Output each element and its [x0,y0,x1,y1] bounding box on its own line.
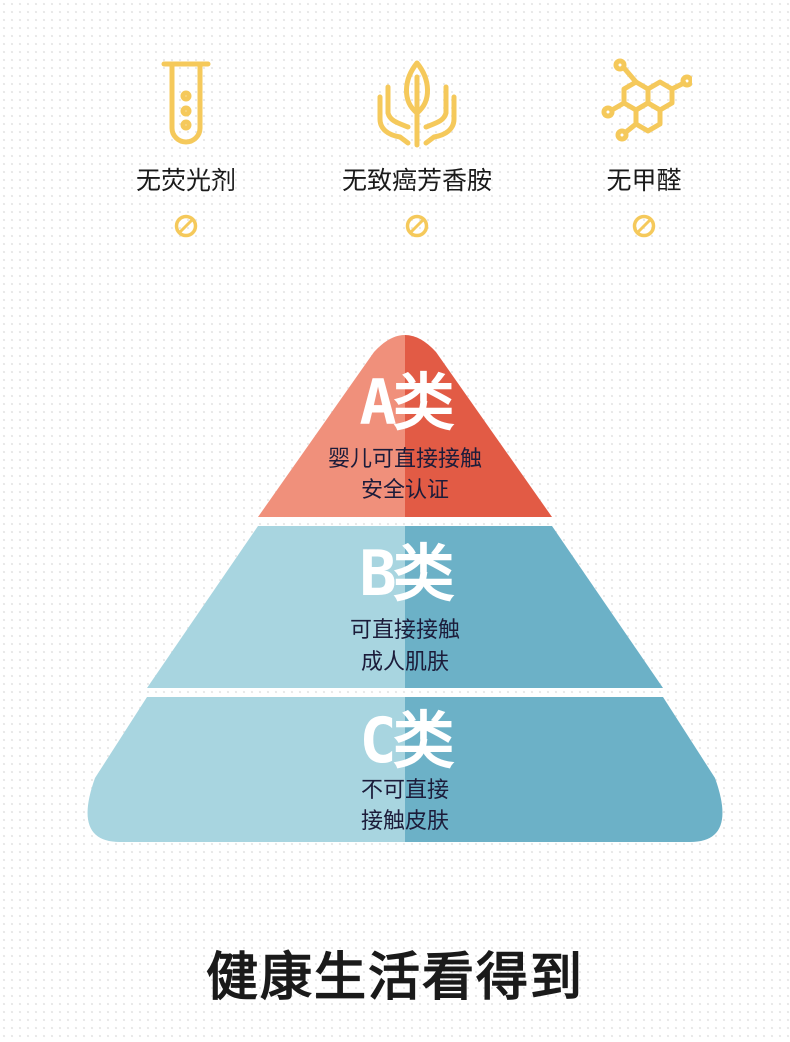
tier-a-line2: 安全认证 [360,478,449,503]
pyramid-tier-a [258,335,552,517]
zero-icon [174,214,198,238]
feature-no-carcinogenic-amine: 无致癌芳香胺 [307,55,527,238]
tier-b-line1: 可直接接触 [349,618,460,643]
zero-icon [405,214,429,238]
tier-a-line1: 婴儿可直接接触 [327,447,482,472]
feature-no-formaldehyde: 无甲醛 [534,55,754,238]
pyramid-tier-c [87,697,723,842]
tier-b-grade: B类 [359,537,454,610]
molecule-icon [534,55,754,150]
slogan-heading: 健康生活看得到 [205,948,584,1008]
zero-icon [632,214,656,238]
hands-leaf-icon [307,55,527,150]
tier-c-grade: C类 [359,704,454,777]
tier-b-line2: 成人肌肤 [360,650,449,675]
tier-c-line2: 接触皮肤 [360,809,449,834]
test-tube-icon [76,55,296,150]
feature-label: 无荧光剂 [135,166,236,195]
tier-a-grade: A类 [359,366,454,439]
feature-label: 无甲醛 [606,166,682,195]
pyramid-tier-b [147,526,663,688]
feature-label: 无致癌芳香胺 [341,166,492,195]
feature-no-fluorescent: 无荧光剂 [76,55,296,238]
tier-c-line1: 不可直接 [360,778,449,803]
